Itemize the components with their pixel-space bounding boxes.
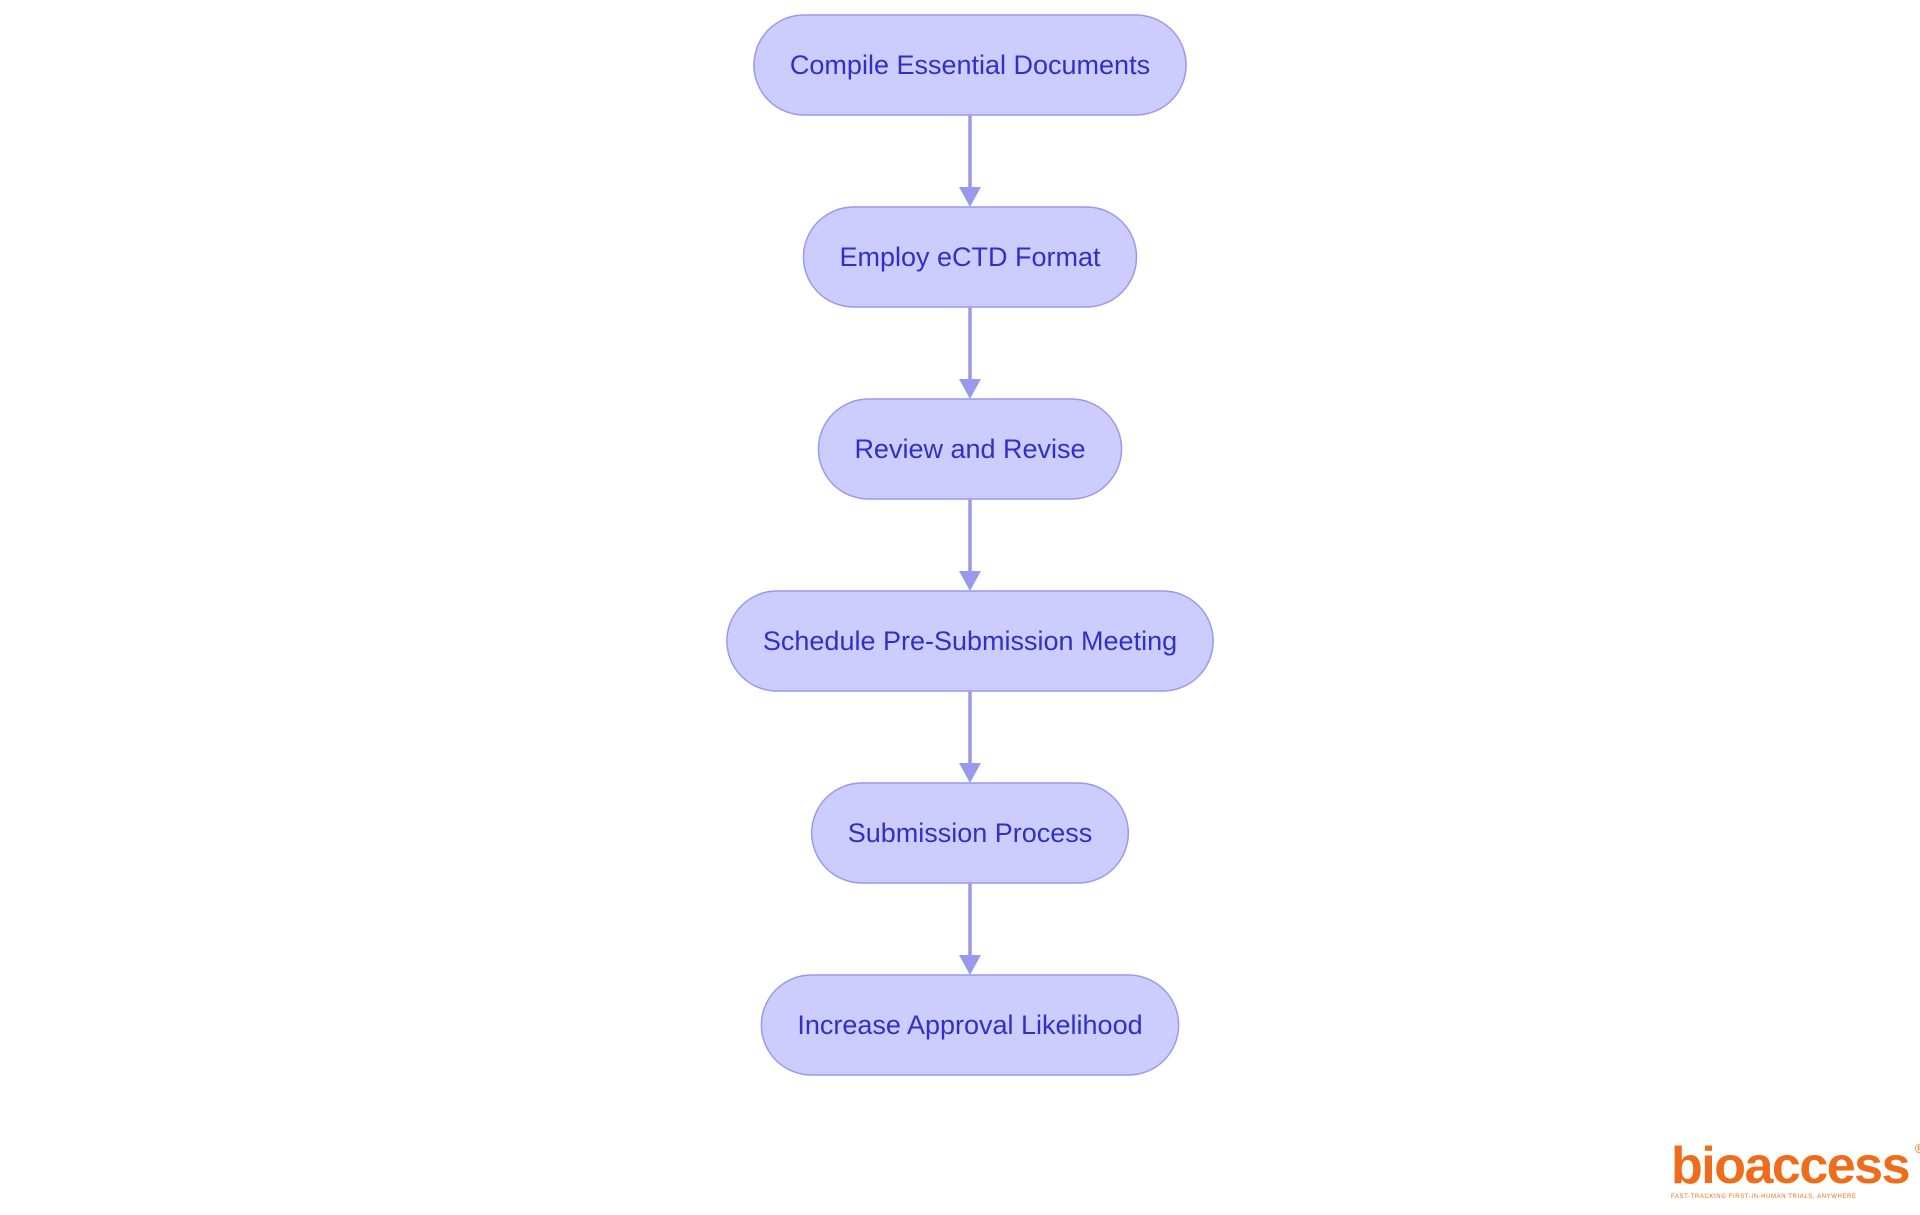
logo-tagline: FAST-TRACKING FIRST-IN-HUMAN TRIALS, ANY… — [1671, 1194, 1857, 1200]
edge-arrow — [959, 883, 981, 975]
node-shape — [802, 206, 1138, 308]
arrowhead — [959, 955, 981, 975]
node-label: Review and Revise — [854, 434, 1085, 464]
node-shape — [810, 782, 1130, 884]
edge-arrow — [959, 499, 981, 591]
node-shape — [817, 398, 1123, 500]
node-employ-ectd-format: Employ eCTD Format — [802, 206, 1138, 308]
edge-arrow — [959, 691, 981, 783]
arrowhead — [959, 571, 981, 591]
node-submission-process: Submission Process — [810, 782, 1130, 884]
node-label: Schedule Pre-Submission Meeting — [763, 626, 1177, 656]
arrowhead — [959, 763, 981, 783]
node-shape — [760, 974, 1180, 1076]
edge-arrow — [959, 307, 981, 399]
node-shape — [726, 590, 1214, 692]
node-label: Compile Essential Documents — [790, 50, 1150, 80]
node-label: Increase Approval Likelihood — [797, 1010, 1142, 1040]
edge-arrow — [959, 115, 981, 207]
node-shape — [753, 14, 1187, 116]
bioaccess-logo: bioaccess® FAST-TRACKING FIRST-IN-HUMAN … — [1671, 1140, 1920, 1200]
logo-wordmark: bioaccess® — [1671, 1137, 1920, 1195]
node-label: Employ eCTD Format — [839, 242, 1101, 272]
node-increase-approval-likelihood: Increase Approval Likelihood — [760, 974, 1180, 1076]
node-compile-essential-documents: Compile Essential Documents — [753, 14, 1187, 116]
node-review-and-revise: Review and Revise — [817, 398, 1123, 500]
node-label: Submission Process — [848, 818, 1093, 848]
arrowhead — [959, 379, 981, 399]
arrowhead — [959, 187, 981, 207]
logo-wordmark-text: bioaccess — [1671, 1137, 1911, 1195]
edges — [959, 115, 981, 975]
node-schedule-pre-submission-meeting: Schedule Pre-Submission Meeting — [726, 590, 1214, 692]
registered-mark: ® — [1914, 1141, 1920, 1156]
